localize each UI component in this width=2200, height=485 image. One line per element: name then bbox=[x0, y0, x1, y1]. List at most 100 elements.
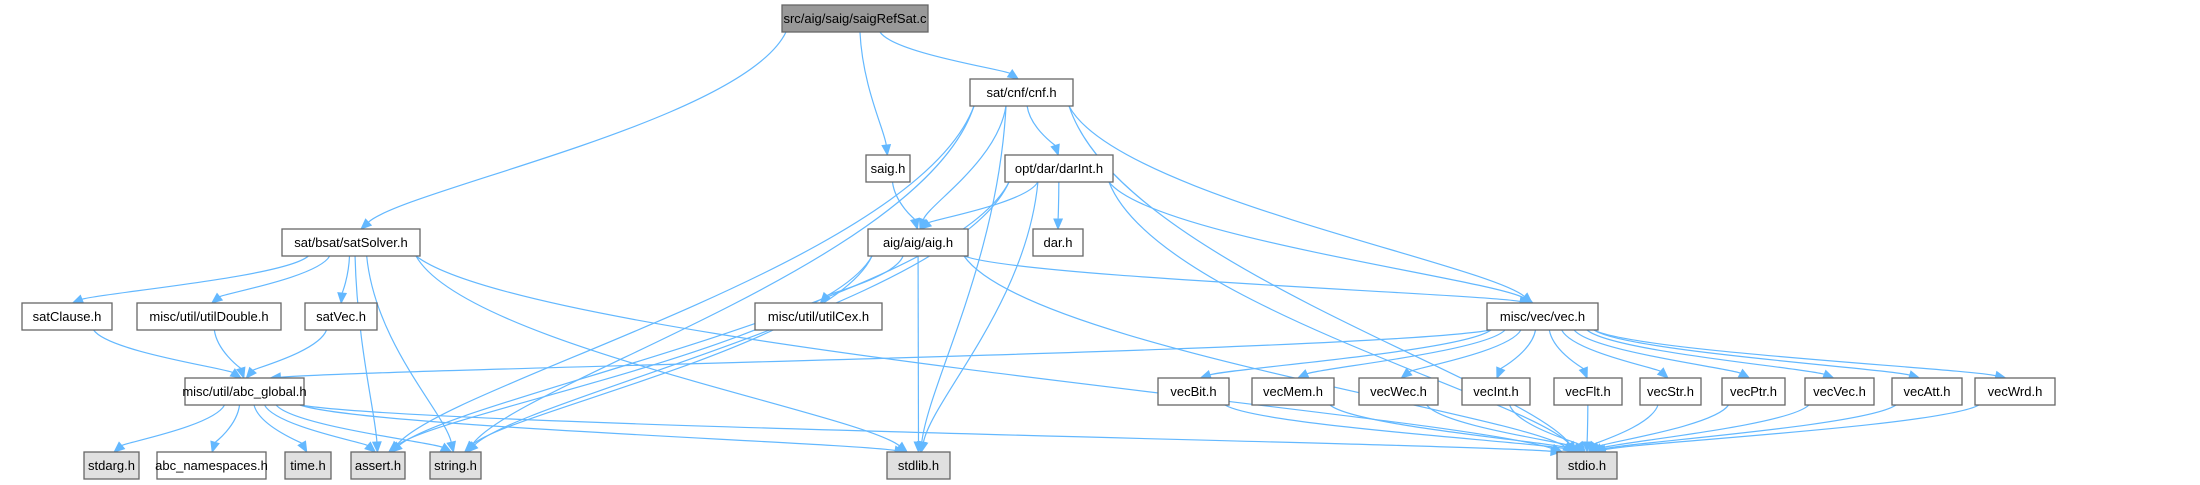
node-satClause[interactable]: satClause.h bbox=[21, 302, 113, 331]
node-dar[interactable]: dar.h bbox=[1032, 228, 1084, 257]
node-stdlib[interactable]: stdlib.h bbox=[886, 451, 951, 480]
edge-cnf-to-vec bbox=[1068, 105, 1534, 304]
node-box bbox=[1004, 154, 1114, 183]
node-label: vecVec.h bbox=[1813, 384, 1866, 399]
node-abc_global[interactable]: misc/util/abc_global.h bbox=[182, 377, 307, 406]
node-assert[interactable]: assert.h bbox=[350, 451, 406, 480]
edge-cnf-to-stdlib bbox=[916, 105, 1007, 454]
node-darInt[interactable]: opt/dar/darInt.h bbox=[1004, 154, 1114, 183]
node-label: vecBit.h bbox=[1170, 384, 1216, 399]
arrowhead-icon bbox=[1574, 440, 1586, 454]
node-vecAtt[interactable]: vecAtt.h bbox=[1891, 377, 1963, 406]
node-label: sat/cnf/cnf.h bbox=[986, 85, 1056, 100]
node-vecBit[interactable]: vecBit.h bbox=[1157, 377, 1230, 406]
node-box bbox=[1556, 451, 1618, 480]
edge-line bbox=[415, 255, 900, 447]
arrowhead-icon bbox=[71, 294, 85, 304]
edge-line bbox=[219, 255, 331, 298]
node-saig[interactable]: saig.h bbox=[865, 154, 911, 183]
node-label: misc/util/utilCex.h bbox=[768, 309, 869, 324]
node-label: abc_namespaces.h bbox=[155, 458, 268, 473]
edge-line bbox=[1509, 404, 1580, 445]
node-box bbox=[1032, 228, 1084, 257]
arrowhead-icon bbox=[1582, 441, 1593, 454]
edge-line bbox=[1209, 329, 1492, 376]
edge-vec-to-vecWec bbox=[1400, 329, 1522, 379]
node-box bbox=[1974, 377, 2056, 406]
edge-line bbox=[921, 105, 1007, 443]
node-box bbox=[136, 302, 282, 331]
edge-line bbox=[299, 404, 896, 452]
node-box bbox=[1639, 377, 1702, 406]
edge-satSolver-to-assert bbox=[354, 255, 382, 454]
node-string[interactable]: string.h bbox=[429, 451, 482, 480]
node-cnf[interactable]: sat/cnf/cnf.h bbox=[969, 78, 1074, 107]
edge-line bbox=[1026, 105, 1056, 146]
edge-aig-to-stdlib bbox=[913, 255, 924, 454]
edge-satSolver-to-stdio bbox=[415, 255, 1564, 454]
node-vecInt[interactable]: vecInt.h bbox=[1461, 377, 1531, 406]
edge-line bbox=[1573, 329, 1741, 374]
edge-line bbox=[214, 404, 241, 443]
node-box bbox=[1891, 377, 1963, 406]
edge-line bbox=[1600, 404, 1810, 449]
node-satSolver[interactable]: sat/bsat/satSolver.h bbox=[281, 228, 421, 257]
edge-saig-to-aig bbox=[891, 181, 920, 231]
edge-cnf-to-darInt bbox=[1026, 105, 1060, 157]
edge-line bbox=[1586, 404, 1589, 443]
arrowhead-icon bbox=[1053, 218, 1064, 231]
edge-line bbox=[963, 255, 1566, 448]
node-vecWec[interactable]: vecWec.h bbox=[1358, 377, 1439, 406]
edge-line bbox=[474, 181, 1010, 446]
node-label: stdarg.h bbox=[88, 458, 135, 473]
node-box bbox=[867, 228, 969, 257]
arrowhead-icon bbox=[364, 441, 377, 453]
arrowhead-icon bbox=[235, 366, 246, 380]
edge-line bbox=[922, 105, 1007, 220]
arrowhead-icon bbox=[245, 366, 257, 379]
node-vecVec[interactable]: vecVec.h bbox=[1804, 377, 1875, 406]
node-label: saig.h bbox=[871, 161, 906, 176]
edge-line bbox=[213, 329, 242, 369]
edge-aig-to-utilCex bbox=[819, 255, 904, 304]
node-utilDouble[interactable]: misc/util/utilDouble.h bbox=[136, 302, 282, 331]
edge-line bbox=[1426, 404, 1575, 448]
node-label: misc/util/utilDouble.h bbox=[149, 309, 268, 324]
node-vec[interactable]: misc/vec/vec.h bbox=[1486, 302, 1599, 331]
node-abc_namespaces[interactable]: abc_namespaces.h bbox=[155, 451, 268, 480]
edge-saigRefSat-to-saig bbox=[859, 31, 892, 157]
edge-vecPtr-to-stdio bbox=[1589, 404, 1730, 453]
edge-line bbox=[121, 404, 226, 447]
arrowhead-icon bbox=[446, 440, 456, 454]
node-aig[interactable]: aig/aig/aig.h bbox=[867, 228, 969, 257]
node-vecFlt[interactable]: vecFlt.h bbox=[1553, 377, 1623, 406]
node-box bbox=[83, 451, 140, 480]
node-label: vecInt.h bbox=[1473, 384, 1519, 399]
edge-line bbox=[471, 255, 873, 446]
node-time[interactable]: time.h bbox=[284, 451, 332, 480]
node-label: sat/bsat/satSolver.h bbox=[294, 235, 407, 250]
node-box bbox=[1486, 302, 1599, 331]
edge-line bbox=[963, 255, 1521, 302]
edge-line bbox=[93, 329, 233, 374]
node-vecMem[interactable]: vecMem.h bbox=[1251, 377, 1335, 406]
node-box bbox=[429, 451, 482, 480]
node-stdio[interactable]: stdio.h bbox=[1556, 451, 1618, 480]
node-vecStr[interactable]: vecStr.h bbox=[1639, 377, 1702, 406]
node-label: satClause.h bbox=[33, 309, 102, 324]
edge-line bbox=[1594, 404, 1659, 445]
node-satVec[interactable]: satVec.h bbox=[304, 302, 378, 331]
edge-line bbox=[368, 31, 787, 223]
node-utilCex[interactable]: misc/util/utilCex.h bbox=[754, 302, 883, 331]
arrowhead-icon bbox=[909, 217, 920, 231]
edge-line bbox=[1224, 404, 1570, 451]
node-vecPtr[interactable]: vecPtr.h bbox=[1721, 377, 1786, 406]
arrowhead-icon bbox=[919, 218, 933, 230]
edge-darInt-to-vec bbox=[1108, 181, 1534, 304]
node-box bbox=[1157, 377, 1230, 406]
node-box bbox=[184, 377, 305, 406]
node-vecWrd[interactable]: vecWrd.h bbox=[1974, 377, 2056, 406]
edge-line bbox=[299, 404, 1552, 452]
edge-satSolver-to-satClause bbox=[71, 255, 309, 304]
node-stdarg[interactable]: stdarg.h bbox=[83, 451, 140, 480]
